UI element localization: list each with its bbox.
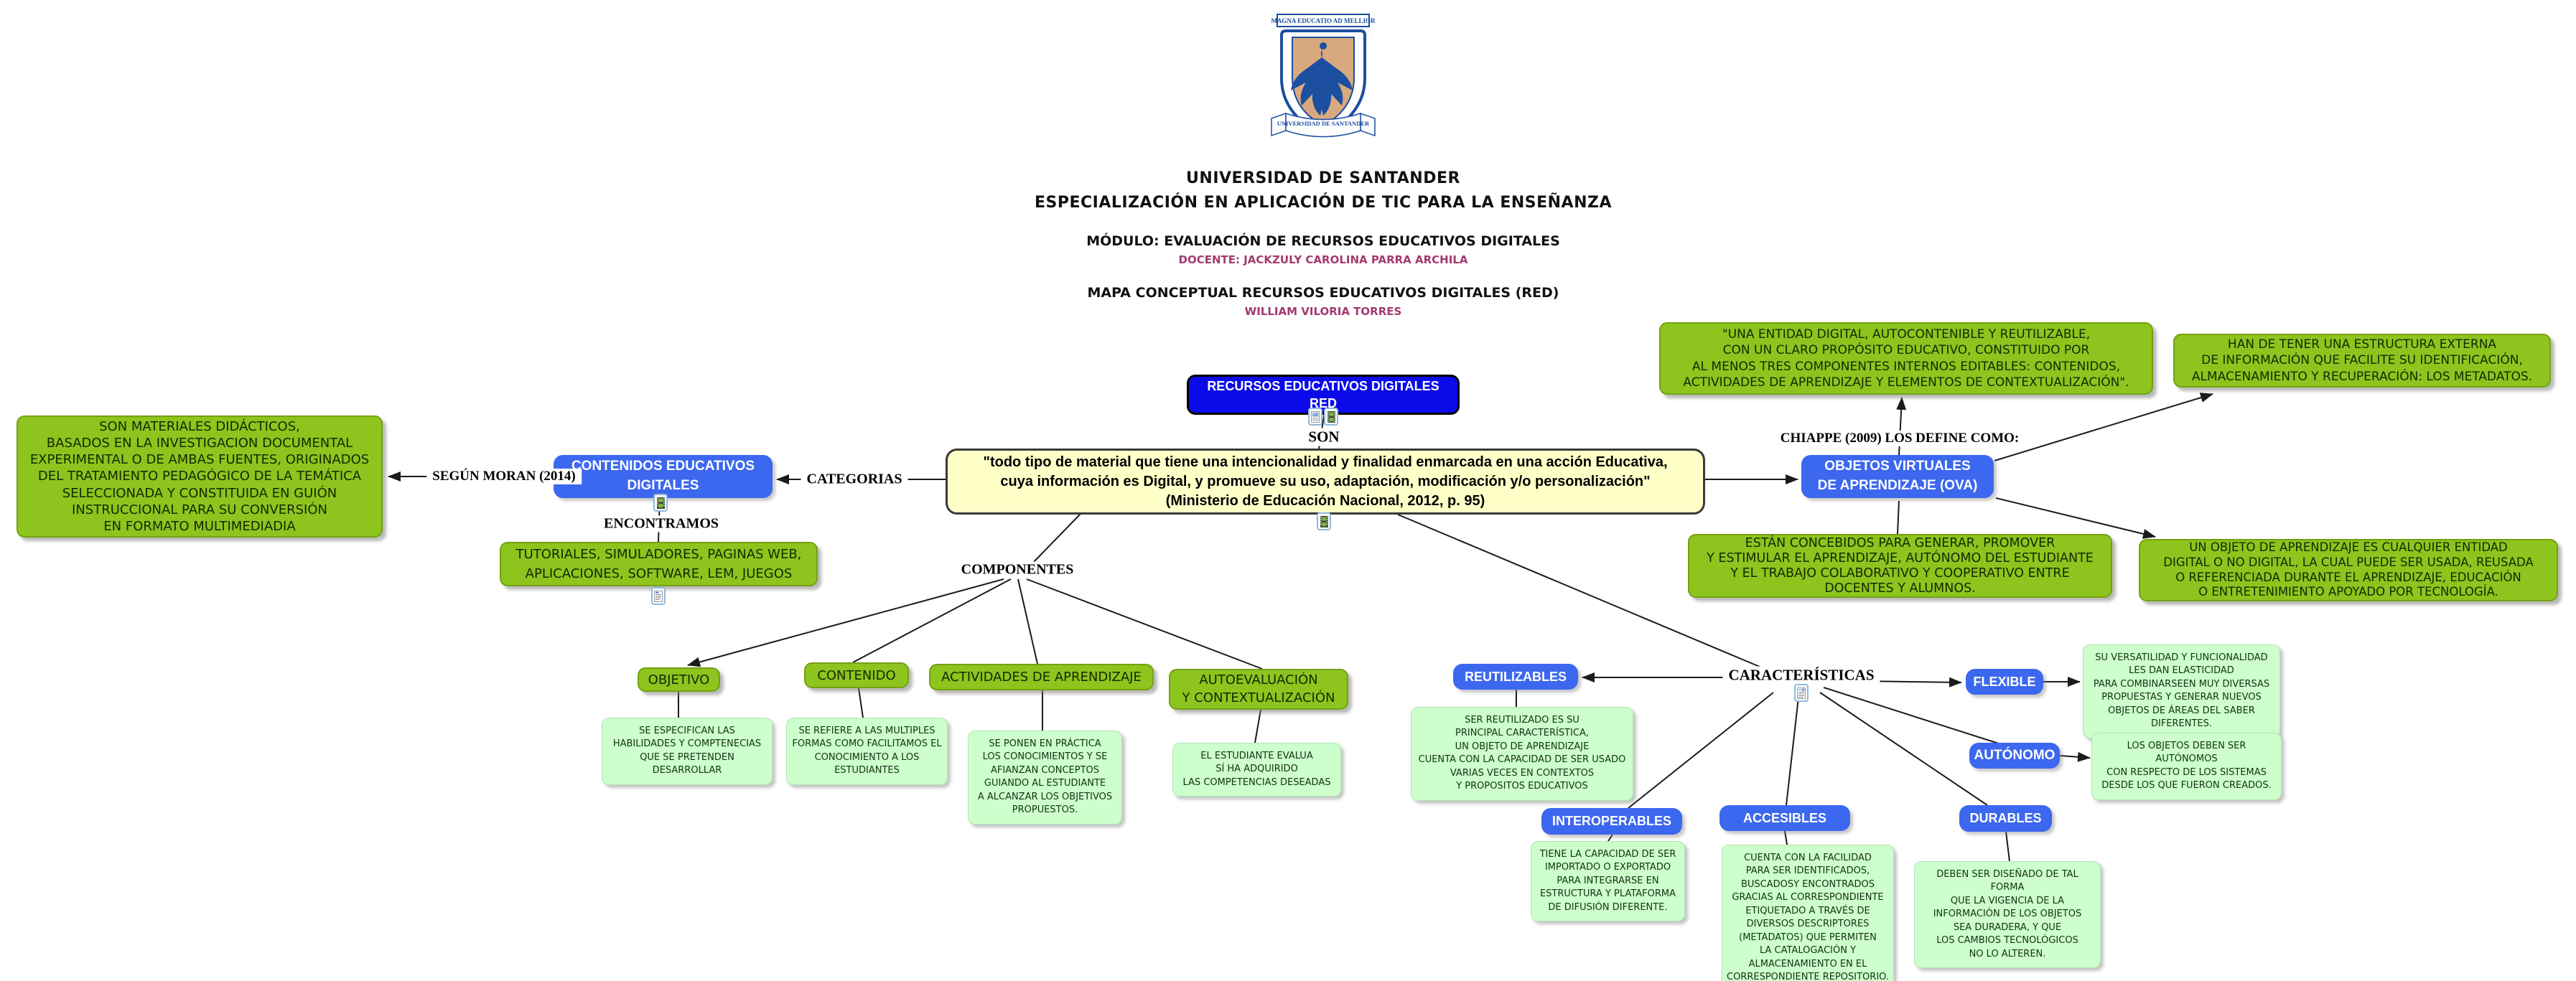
link-label-son[interactable]: SON xyxy=(1302,428,1345,446)
node-actividades-de-aprendizaje[interactable]: ACTIVIDADES DE APRENDIZAJE xyxy=(929,664,1154,690)
node-objetivo[interactable]: OBJETIVO xyxy=(638,667,720,692)
video-resource-icon[interactable] xyxy=(1324,408,1338,426)
node-contenidos-educativos-digitales[interactable]: CONTENIDOS EDUCATIVOS DIGITALES xyxy=(554,455,773,498)
document-header: UNIVERSIDAD DE SANTANDER ESPECIALIZACIÓN… xyxy=(892,169,1754,318)
node-flexible[interactable]: FLEXIBLE xyxy=(1966,669,2043,695)
node-objetos-virtuales-aprendizaje[interactable]: OBJETOS VIRTUALES DE APRENDIZAJE (OVA) xyxy=(1801,455,1994,498)
resource-icon-group xyxy=(1308,408,1338,426)
crest-ribbon-text: UNIVERSIDAD DE SANTANDER xyxy=(1277,120,1370,127)
node-interoperables[interactable]: INTEROPERABLES xyxy=(1541,808,1682,835)
eagle-emblem xyxy=(1291,42,1353,116)
video-resource-icon[interactable] xyxy=(1317,512,1331,530)
university-name: UNIVERSIDAD DE SANTANDER xyxy=(1186,169,1460,187)
node-objeto-aprendizaje-definicion[interactable]: UN OBJETO DE APRENDIZAJE ES CUALQUIER EN… xyxy=(2139,539,2558,601)
program-name: ESPECIALIZACIÓN EN APLICACIÓN DE TIC PAR… xyxy=(1035,194,1612,212)
crest-motto-text: MAGNA EDUCATIO AD MELLIOR xyxy=(1271,17,1376,24)
desc-objetivo[interactable]: SE ESPECIFICAN LAS HABILIDADES Y COMPTEN… xyxy=(602,718,773,785)
node-autonomo[interactable]: AUTÓNOMO xyxy=(1969,743,2060,769)
desc-autoevaluacion-contextualizacion[interactable]: EL ESTUDIANTE EVALUA SÍ HA ADQUIRIDO LAS… xyxy=(1172,743,1341,797)
link-label-componentes[interactable]: COMPONENTES xyxy=(955,561,1080,578)
desc-actividades-de-aprendizaje[interactable]: SE PONEN EN PRÁCTICA LOS CONOCIMIENTOS Y… xyxy=(968,731,1122,825)
link-label-caracteristicas[interactable]: CARACTERÍSTICAS xyxy=(1722,666,1880,685)
node-recursos-educativos-digitales[interactable]: RECURSOS EDUCATIVOS DIGITALES RED xyxy=(1187,375,1460,415)
image-resource-icon[interactable] xyxy=(1308,408,1322,426)
node-accesibles[interactable]: ACCESIBLES xyxy=(1719,805,1850,831)
desc-accesibles[interactable]: CUENTA CON LA FACILIDAD PARA SER IDENTIF… xyxy=(1722,845,1894,981)
node-metadatos[interactable]: HAN DE TENER UNA ESTRUCTURA EXTERNA DE I… xyxy=(2173,334,2551,388)
node-contenido[interactable]: CONTENIDO xyxy=(804,662,909,688)
node-definicion-moran[interactable]: SON MATERIALES DIDÁCTICOS, BASADOS EN LA… xyxy=(17,416,383,538)
video-resource-icon[interactable] xyxy=(653,494,668,512)
module-title: MÓDULO: EVALUACIÓN DE RECURSOS EDUCATIVO… xyxy=(1086,233,1560,249)
crest-ribbon-band xyxy=(1285,112,1361,138)
document-resource-icon[interactable] xyxy=(651,587,666,605)
desc-interoperables[interactable]: TIENE LA CAPACIDAD DE SER IMPORTADO O EX… xyxy=(1531,841,1685,922)
map-title: MAPA CONCEPTUAL RECURSOS EDUCATIVOS DIGI… xyxy=(1087,285,1559,301)
node-durables[interactable]: DURABLES xyxy=(1959,805,2052,832)
link-label-categorias[interactable]: CATEGORIAS xyxy=(801,471,908,488)
document-resource-icon[interactable] xyxy=(1794,684,1809,702)
desc-contenido[interactable]: SE REFIERE A LAS MULTIPLES FORMAS COMO F… xyxy=(786,718,948,785)
university-crest: MAGNA EDUCATIO AD MELLIOR UNIVERSIDAD DE… xyxy=(1271,14,1376,138)
author-name: WILLIAM VILORIA TORRES xyxy=(1244,305,1402,318)
desc-reutilizables[interactable]: SER REUTILIZADO ES SU PRINCIPAL CARACTER… xyxy=(1411,707,1633,801)
desc-flexible[interactable]: SU VERSATILIDAD Y FUNCIONALIDAD LES DAN … xyxy=(2083,644,2280,738)
node-tipos-contenidos[interactable]: TUTORIALES, SIMULADORES, PAGINAS WEB, AP… xyxy=(500,542,818,586)
node-concebidos-para[interactable]: ESTÁN CONCEBIDOS PARA GENERAR, PROMOVER … xyxy=(1688,534,2112,598)
node-definicion-chiappe[interactable]: "UNA ENTIDAD DIGITAL, AUTOCONTENIBLE Y R… xyxy=(1659,322,2153,395)
link-label-encontramos[interactable]: ENCONTRAMOS xyxy=(597,515,725,532)
desc-autonomo[interactable]: LOS OBJETOS DEBEN SER AUTÓNOMOS CON RESP… xyxy=(2091,733,2282,800)
desc-durables[interactable]: DEBEN SER DISEÑADO DE TAL FORMA QUE LA V… xyxy=(1914,861,2101,969)
node-definition-men-2012[interactable]: "todo tipo de material que tiene una int… xyxy=(946,449,1705,515)
teacher-name: DOCENTE: JACKZULY CAROLINA PARRA ARCHILA xyxy=(1178,253,1468,266)
crest-motto-banner xyxy=(1277,14,1370,27)
node-reutilizables[interactable]: REUTILIZABLES xyxy=(1453,664,1578,690)
link-label-segun-moran[interactable]: SEGÚN MORAN (2014) xyxy=(426,469,582,484)
node-autoevaluacion-contextualizacion[interactable]: AUTOEVALUACIÓN Y CONTEXTUALIZACIÓN xyxy=(1169,669,1348,710)
link-label-chiappe-define[interactable]: CHIAPPE (2009) LOS DEFINE COMO: xyxy=(1774,431,2025,446)
